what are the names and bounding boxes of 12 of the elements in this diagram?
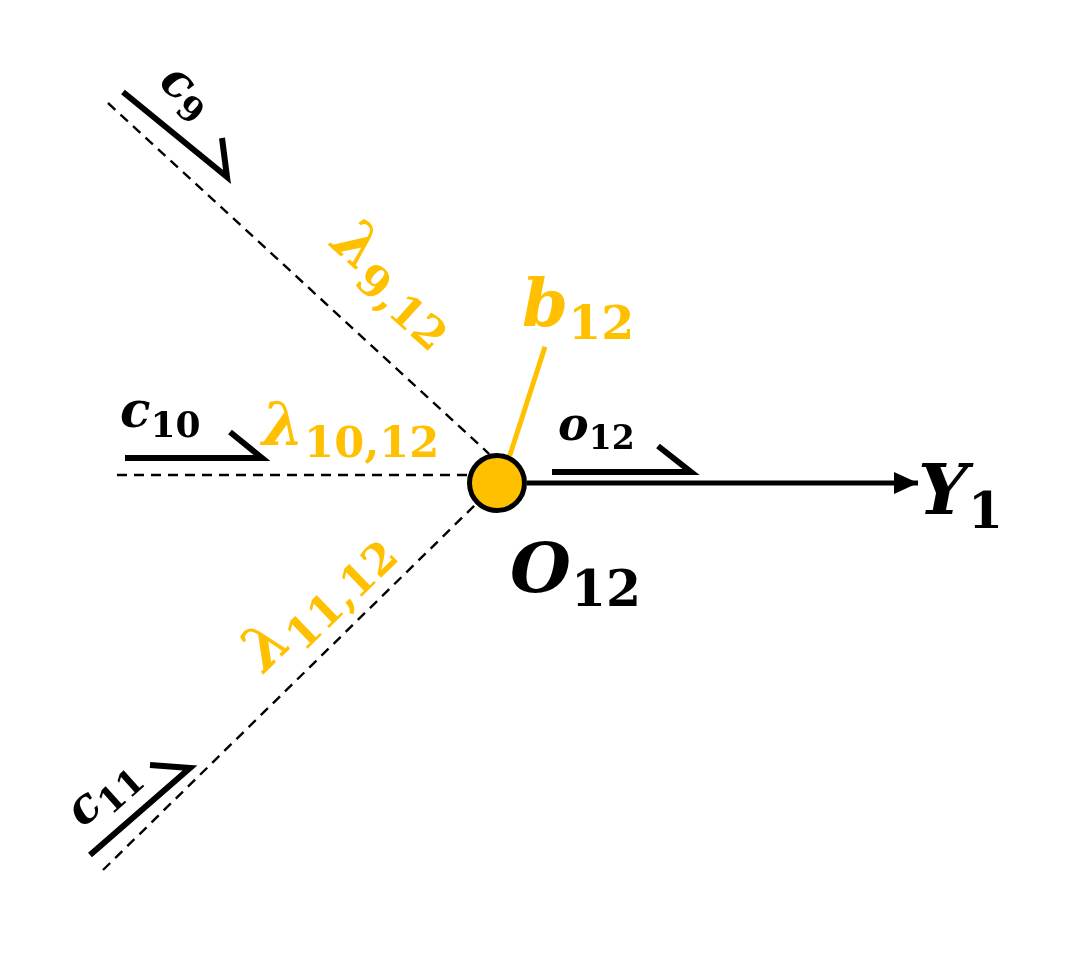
- weight-label: λ$_{10,12}$: [262, 394, 440, 464]
- leader-line: [507, 346, 548, 457]
- signal-label: o$_{12}$: [558, 401, 635, 455]
- node-label: O$_{12}$: [510, 533, 642, 615]
- dashed-connector: [107, 102, 491, 455]
- signal-label: c$_{10}$: [120, 385, 201, 443]
- output-variable: Y$_{1}$: [918, 455, 1004, 537]
- dashed-connector: [117, 473, 469, 477]
- neuron-node: [467, 453, 527, 513]
- dashed-connector: [102, 503, 477, 871]
- arrow: [527, 472, 918, 494]
- bias-label: b$_{12}$: [522, 270, 635, 347]
